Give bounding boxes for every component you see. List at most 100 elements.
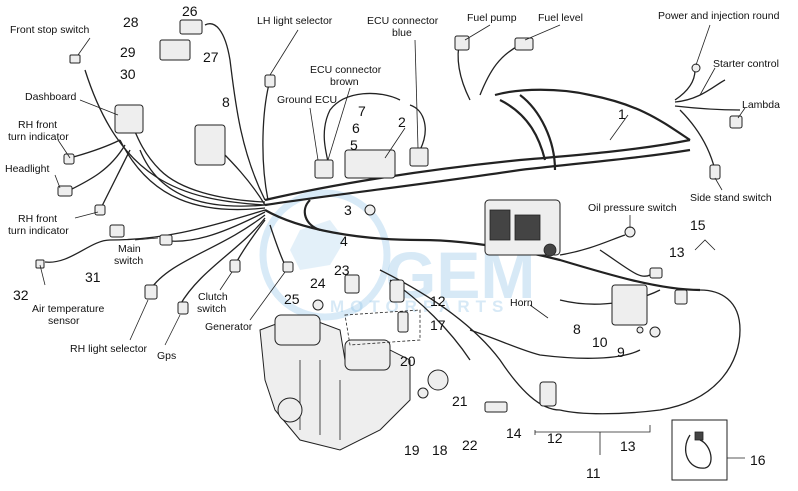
spark-plug-17 — [397, 311, 409, 333]
part-10 — [636, 326, 644, 334]
part-13-right — [674, 289, 688, 305]
sensor-18 — [427, 369, 449, 391]
num-12-upper: 12 — [430, 293, 446, 309]
relay-8-right — [611, 284, 648, 326]
cap-12-upper — [389, 279, 405, 303]
num-22: 22 — [462, 437, 478, 453]
spark-plug-14 — [484, 401, 508, 413]
headlight-connector — [57, 185, 73, 197]
part-9 — [649, 326, 661, 338]
part-numbers: 28 26 29 30 27 8 7 6 2 5 1 3 4 23 24 25 … — [13, 3, 766, 481]
indicator-connector — [109, 224, 125, 238]
front-stop-connector — [69, 54, 81, 64]
num-2: 2 — [398, 114, 406, 130]
part-13-upper — [649, 267, 663, 279]
num-32: 32 — [13, 287, 29, 303]
lh-light-selector-connector — [264, 74, 276, 88]
num-3: 3 — [344, 202, 352, 218]
part-19 — [417, 387, 429, 399]
num-24: 24 — [310, 275, 326, 291]
lambda-connector — [729, 115, 743, 129]
rh-turn-connector-upper — [63, 153, 75, 165]
bracket-2 — [344, 149, 396, 179]
label-fuel-pump: Fuel pump — [467, 12, 517, 24]
num-15: 15 — [690, 217, 706, 233]
num-7: 7 — [358, 103, 366, 119]
num-17: 17 — [430, 317, 446, 333]
label-starter-control: Starter control — [713, 58, 779, 70]
num-6: 6 — [352, 120, 360, 136]
components — [35, 19, 743, 413]
num-10: 10 — [592, 334, 608, 350]
num-9: 9 — [617, 344, 625, 360]
generator-connector — [282, 261, 294, 273]
label-horn: Horn — [510, 297, 533, 309]
cap-12-lower — [539, 381, 557, 407]
num-16: 16 — [750, 452, 766, 468]
harness-right — [323, 39, 741, 415]
num-4: 4 — [340, 233, 348, 249]
num-5: 5 — [350, 137, 358, 153]
oil-pressure-connector — [624, 226, 636, 238]
part-27 — [159, 39, 191, 61]
rh-turn-connector-lower — [94, 204, 106, 216]
num-14: 14 — [506, 425, 522, 441]
fuel-pump-connector — [454, 35, 470, 51]
ecu-unit — [484, 199, 561, 257]
num-19: 19 — [404, 442, 420, 458]
item-16-box — [671, 419, 745, 481]
air-temp-connector — [35, 259, 45, 269]
brackets — [344, 239, 716, 455]
label-gps: Gps — [157, 350, 176, 362]
num-21: 21 — [452, 393, 468, 409]
num-30: 30 — [120, 66, 136, 82]
ecu-connector-blue — [409, 147, 429, 167]
part-26 — [179, 19, 203, 35]
part-3 — [364, 204, 376, 216]
label-rh-light-selector: RH light selector — [70, 343, 148, 355]
gps-connector — [177, 301, 189, 315]
harness-left — [44, 23, 286, 306]
part-24 — [344, 274, 360, 294]
relay-8-left — [194, 124, 226, 166]
label-power-injection: Power and injection round — [658, 10, 780, 22]
label-ground-ecu: Ground ECU — [277, 94, 337, 106]
num-29: 29 — [120, 44, 136, 60]
clutch-switch-connector — [229, 259, 241, 273]
num-13-upper: 13 — [669, 244, 685, 260]
engine — [259, 314, 411, 451]
num-23: 23 — [334, 262, 350, 278]
label-front-stop-switch: Front stop switch — [10, 24, 90, 36]
fuel-level-connector — [514, 37, 534, 51]
num-31: 31 — [85, 269, 101, 285]
part-25 — [312, 299, 324, 311]
num-1: 1 — [618, 106, 626, 122]
watermark-sub: MOTORPARTS — [330, 297, 509, 316]
label-generator: Generator — [205, 321, 253, 333]
label-side-stand-switch: Side stand switch — [690, 192, 772, 204]
label-fuel-level: Fuel level — [538, 12, 583, 24]
num-28: 28 — [123, 14, 139, 30]
label-lh-light-selector: LH light selector — [257, 15, 333, 27]
num-8-right: 8 — [573, 321, 581, 337]
leader-lines — [39, 24, 746, 346]
label-headlight: Headlight — [5, 163, 49, 175]
side-stand-connector — [709, 164, 721, 180]
num-8-left: 8 — [222, 94, 230, 110]
label-dashboard: Dashboard — [25, 91, 77, 103]
num-27: 27 — [203, 49, 219, 65]
main-switch-connector — [159, 234, 173, 246]
num-13-lower: 13 — [620, 438, 636, 454]
num-20: 20 — [400, 353, 416, 369]
rh-light-selector-connector — [144, 284, 158, 300]
label-oil-pressure-switch: Oil pressure switch — [588, 202, 677, 214]
